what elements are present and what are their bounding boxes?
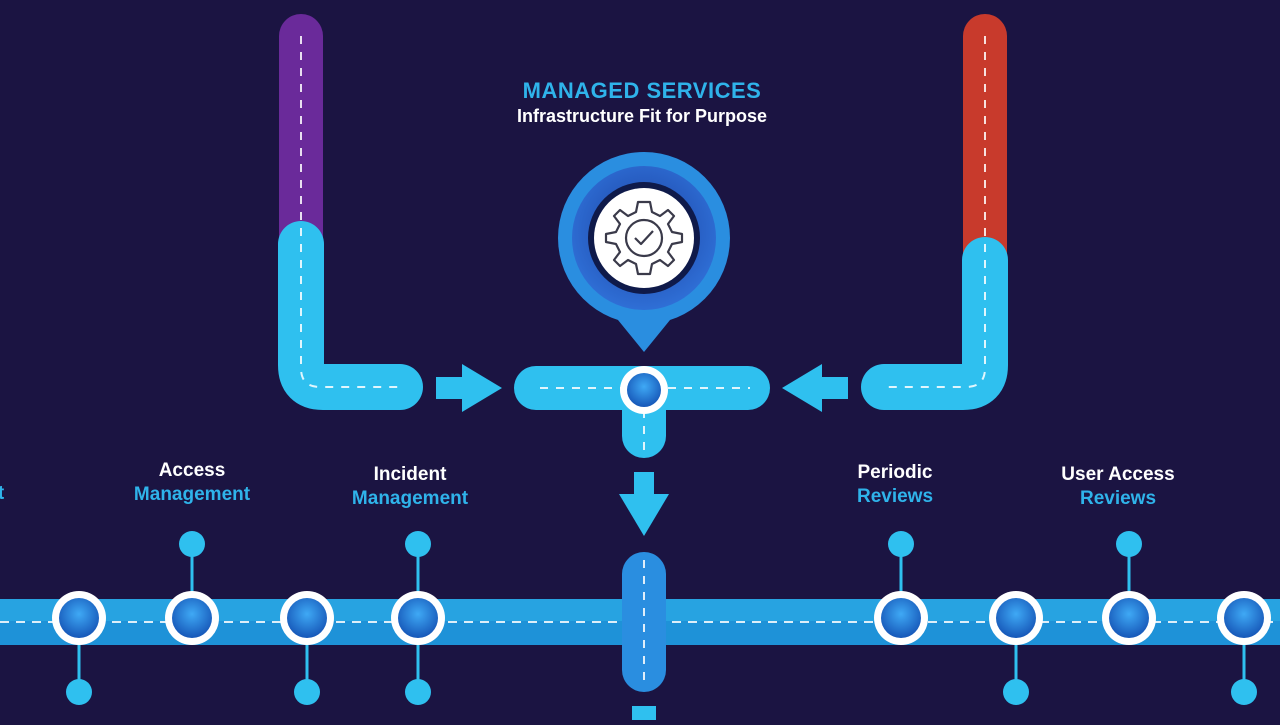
hub-node <box>627 373 661 407</box>
node-dot-down <box>1231 679 1257 705</box>
node-dot-down <box>1003 679 1029 705</box>
node-core <box>398 598 438 638</box>
node-core <box>1224 598 1264 638</box>
timeline-label-incident-management: Incident Management <box>351 464 469 509</box>
node-dot-up <box>179 531 205 557</box>
node-core <box>59 598 99 638</box>
timeline-node <box>1217 591 1271 705</box>
timeline-nodes <box>52 531 1271 705</box>
timeline-node <box>1102 531 1156 645</box>
node-dot-down <box>294 679 320 705</box>
page-subtitle: Infrastructure Fit for Purpose <box>516 106 768 126</box>
node-core <box>1109 598 1149 638</box>
timeline-node <box>52 591 106 705</box>
title-block: MANAGED SERVICES Infrastructure Fit for … <box>517 78 767 128</box>
down-arrow-icon <box>619 472 669 536</box>
node-dot-up <box>405 531 431 557</box>
left-pipe <box>278 14 423 410</box>
timeline-node <box>165 531 219 645</box>
node-dot-down <box>66 679 92 705</box>
timeline-label-partial: ent <box>0 483 5 504</box>
node-core <box>172 598 212 638</box>
right-arrow-icon <box>436 364 502 412</box>
node-dot-up <box>1116 531 1142 557</box>
node-core <box>996 598 1036 638</box>
pin-face <box>594 188 694 288</box>
timeline-label-access-management: Access Management <box>133 460 251 505</box>
timeline-node <box>989 591 1043 705</box>
left-pipe-blue-segment <box>278 221 423 410</box>
node-core <box>881 598 921 638</box>
right-pipe <box>861 14 1008 410</box>
timeline-node <box>874 531 928 645</box>
left-arrow-icon <box>782 364 848 412</box>
left-pipe-purple-segment <box>279 14 323 274</box>
node-core <box>287 598 327 638</box>
timeline-node <box>280 591 334 705</box>
right-pipe-blue-segment <box>861 237 1008 410</box>
bottom-stub <box>632 706 656 720</box>
center-hub <box>514 366 770 458</box>
node-dot-up <box>888 531 914 557</box>
map-pin <box>558 152 730 352</box>
timeline-node <box>391 531 445 705</box>
timeline-label-user-access-reviews: User Access Reviews <box>1061 464 1175 509</box>
gear-check-icon <box>604 200 684 276</box>
center-connector <box>622 552 666 692</box>
node-dot-down <box>405 679 431 705</box>
page-title: MANAGED SERVICES <box>522 78 762 103</box>
timeline-label-periodic-reviews: Periodic Reviews <box>856 462 934 507</box>
